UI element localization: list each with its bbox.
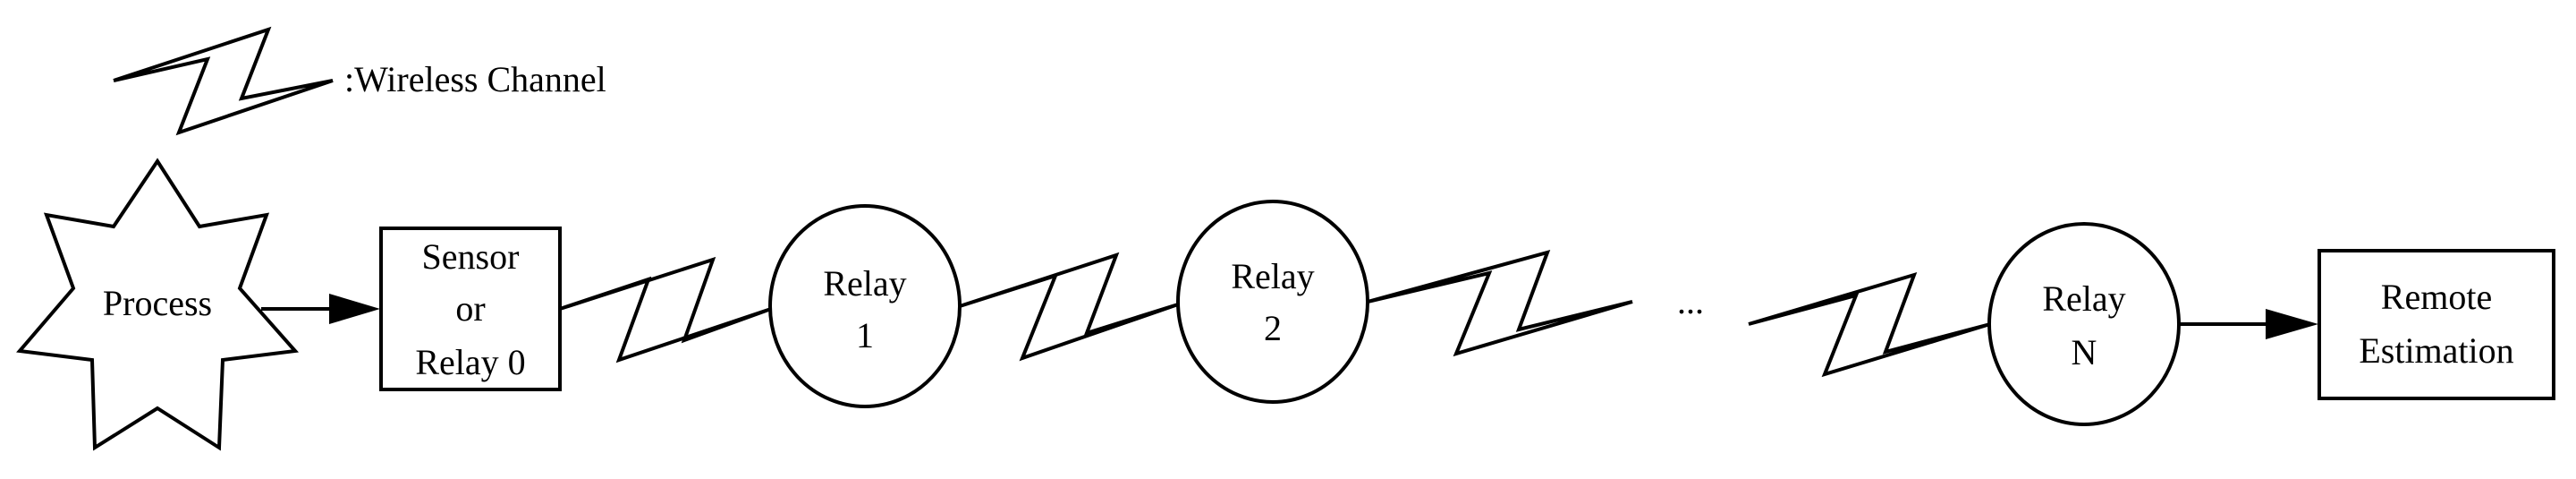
relay-n-label-line1: Relay — [2042, 278, 2125, 319]
relay-n-circle — [1987, 222, 2181, 426]
relay-2-circle — [1176, 200, 1369, 404]
relay-2-label-line2: 2 — [1264, 308, 1282, 348]
wireless-link-ellipsis-relayN — [1748, 271, 1991, 378]
process-node: Process — [16, 158, 300, 451]
remote-estimation-box — [2318, 249, 2555, 400]
wireless-link-sensor-relay1 — [559, 256, 772, 364]
sensor-label-line2: or — [455, 288, 485, 329]
arrow-relayN-to-remote — [2179, 309, 2318, 339]
relay-1-label-line1: Relay — [823, 263, 906, 304]
remote-estimation-node: Remote Estimation — [2318, 249, 2555, 400]
ellipsis-label: ... — [1677, 281, 1704, 321]
relay-1-node: Relay 1 — [768, 204, 962, 408]
process-label: Process — [103, 283, 212, 323]
remote-label-line1: Remote — [2381, 277, 2492, 317]
arrow-head — [329, 294, 380, 324]
legend-label: :Wireless Channel — [344, 59, 606, 99]
sensor-label-line3: Relay 0 — [415, 342, 525, 382]
relay-2-label-line1: Relay — [1231, 256, 1314, 296]
wireless-link-relay1-relay2 — [959, 252, 1179, 362]
legend: :Wireless Channel — [113, 26, 606, 136]
relay-1-label-line2: 1 — [856, 315, 874, 355]
relay-2-node: Relay 2 — [1176, 200, 1369, 404]
arrow-head — [2266, 309, 2318, 339]
sensor-label-line1: Sensor — [422, 236, 520, 277]
relay-1-circle — [768, 204, 962, 408]
process-star-shape — [16, 158, 300, 451]
lightning-wireless-icon — [113, 26, 334, 136]
wireless-link-relay2-ellipsis — [1367, 250, 1633, 357]
remote-label-line2: Estimation — [2359, 330, 2513, 371]
arrow-process-to-sensor — [261, 294, 380, 324]
sensor-box — [379, 227, 562, 391]
relay-n-node: Relay N — [1987, 222, 2181, 426]
relay-n-label-line2: N — [2072, 332, 2097, 372]
sensor-node: Sensor or Relay 0 — [379, 227, 562, 391]
